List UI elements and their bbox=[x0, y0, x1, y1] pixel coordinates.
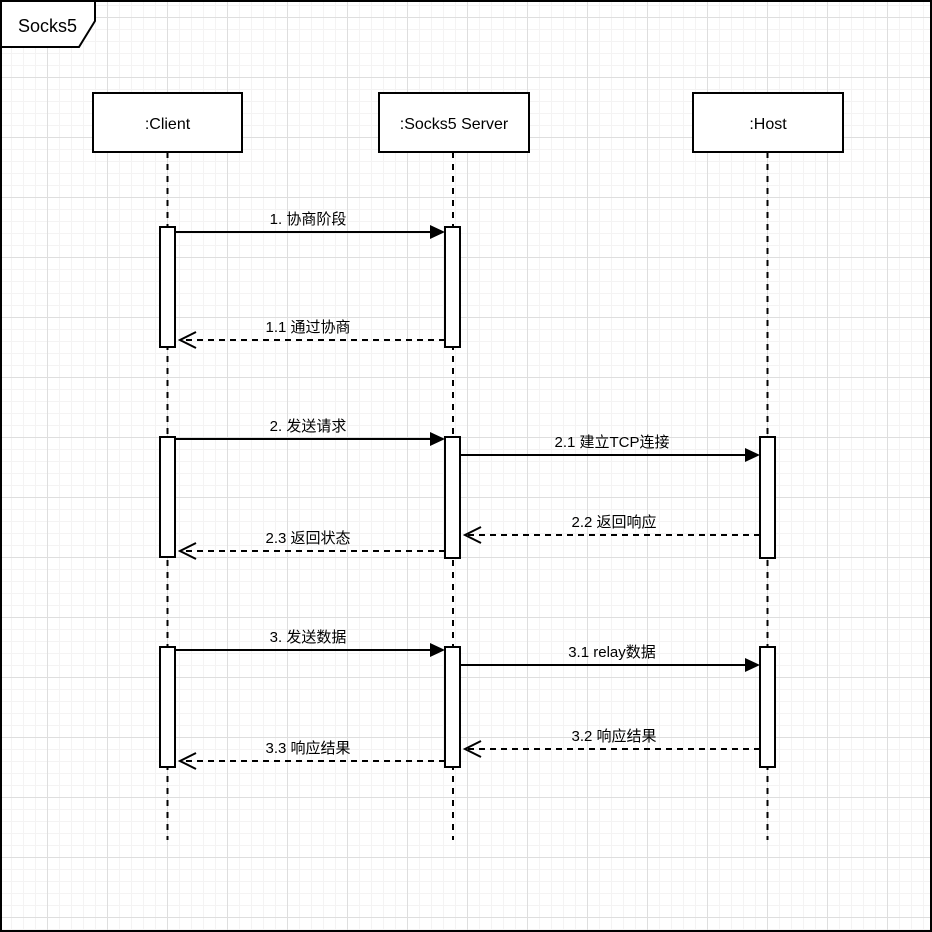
arrowhead-open-icon bbox=[462, 526, 482, 544]
message-3-2-label: 3.2 响应结果 bbox=[571, 727, 656, 745]
actor-label-host: :Host bbox=[749, 116, 787, 133]
activation-bar-client-3 bbox=[159, 646, 176, 768]
message-2: 2. 发送请求 bbox=[175, 418, 445, 446]
message-2-3: 2.3 返回状态 bbox=[177, 530, 445, 560]
frame-label-shape bbox=[2, 2, 96, 48]
activation-bar-server-3 bbox=[444, 646, 461, 768]
message-2-1: 2.1 建立TCP连接 bbox=[460, 434, 760, 462]
message-2-3-label: 2.3 返回状态 bbox=[265, 530, 350, 547]
actor-label-server: :Socks5 Server bbox=[400, 116, 509, 133]
message-3: 3. 发送数据 bbox=[175, 629, 445, 657]
message-1-label: 1. 协商阶段 bbox=[270, 211, 347, 228]
actor-box-host bbox=[692, 92, 844, 153]
arrowhead-open-icon bbox=[462, 740, 482, 758]
activation-bar-host-2 bbox=[759, 436, 776, 559]
actor-box-server bbox=[378, 92, 530, 153]
actor-label-client: :Client bbox=[145, 116, 191, 133]
arrowhead-open-icon bbox=[177, 752, 197, 770]
message-1-1-label: 1.1 通过协商 bbox=[265, 319, 350, 336]
arrowhead-filled-icon bbox=[430, 225, 445, 239]
activation-bar-client-2 bbox=[159, 436, 176, 558]
activation-bar-server-1 bbox=[444, 226, 461, 348]
message-3-1: 3.1 relay数据 bbox=[460, 644, 760, 672]
message-2-2-label: 2.2 返回响应 bbox=[571, 513, 656, 531]
message-2-2: 2.2 返回响应 bbox=[462, 513, 760, 544]
message-3-label: 3. 发送数据 bbox=[270, 629, 347, 646]
actor-box-client bbox=[92, 92, 243, 153]
message-3-3-label: 3.3 响应结果 bbox=[265, 739, 350, 757]
frame-label: Socks5 bbox=[2, 2, 96, 48]
activation-bar-server-2 bbox=[444, 436, 461, 559]
frame-title: Socks5 bbox=[18, 16, 77, 36]
message-1: 1. 协商阶段 bbox=[175, 211, 445, 239]
message-2-label: 2. 发送请求 bbox=[270, 418, 347, 435]
arrowhead-filled-icon bbox=[745, 448, 760, 462]
actor-host: :Host bbox=[692, 92, 844, 153]
message-1-1: 1.1 通过协商 bbox=[177, 319, 445, 349]
actor-server: :Socks5 Server bbox=[378, 92, 530, 153]
activation-bar-client-1 bbox=[159, 226, 176, 348]
arrowhead-open-icon bbox=[177, 542, 197, 560]
arrowhead-filled-icon bbox=[745, 658, 760, 672]
arrowhead-filled-icon bbox=[430, 432, 445, 446]
message-3-1-label: 3.1 relay数据 bbox=[568, 644, 656, 661]
message-2-1-label: 2.1 建立TCP连接 bbox=[554, 434, 669, 451]
arrowhead-open-icon bbox=[177, 331, 197, 349]
message-3-3: 3.3 响应结果 bbox=[177, 739, 445, 770]
activation-bar-host-3 bbox=[759, 646, 776, 768]
message-3-2: 3.2 响应结果 bbox=[462, 727, 760, 758]
actor-client: :Client bbox=[92, 92, 243, 153]
arrowhead-filled-icon bbox=[430, 643, 445, 657]
